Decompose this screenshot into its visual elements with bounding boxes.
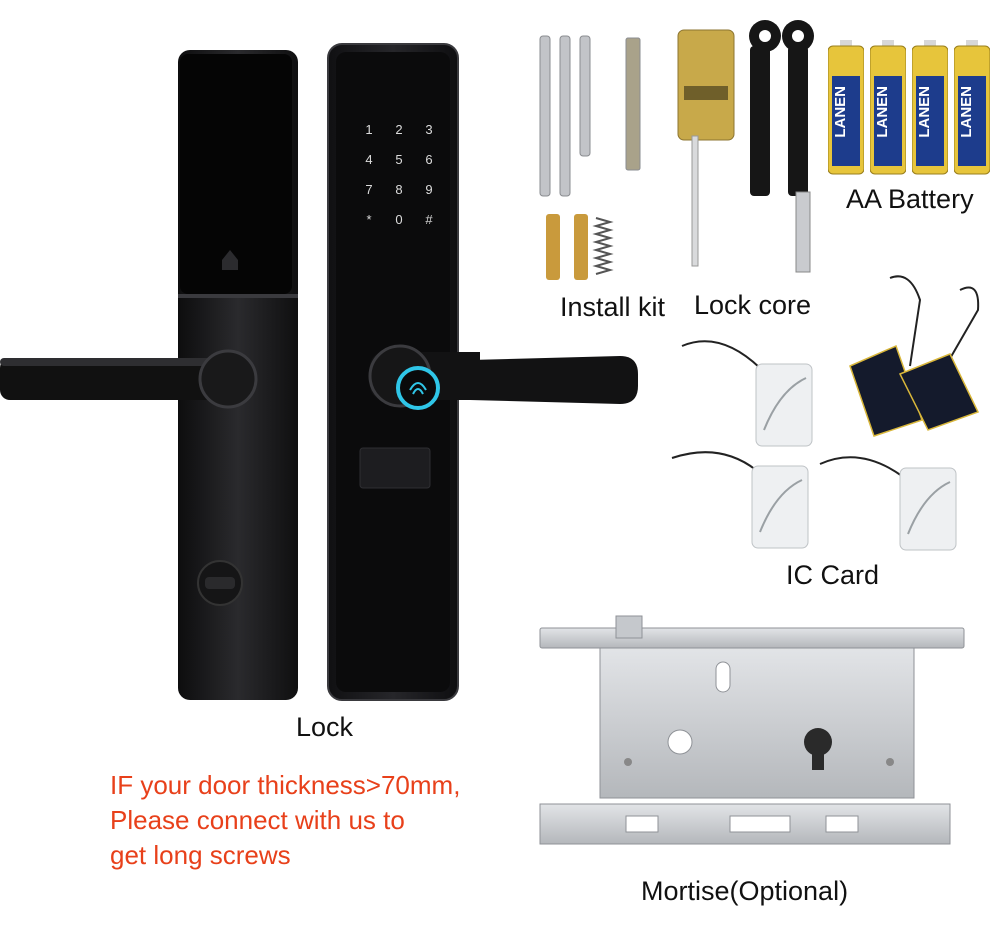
- install-kit-label: Install kit: [560, 292, 666, 322]
- battery-brand: LANEN: [916, 86, 933, 138]
- back-lock-panel: [0, 50, 298, 700]
- ic-card-label: IC Card: [786, 560, 880, 590]
- install-kit-image: [539, 35, 641, 280]
- keypad-key[interactable]: *: [366, 212, 372, 227]
- keypad-key[interactable]: 3: [425, 122, 433, 137]
- mortise-label: Mortise(Optional): [641, 876, 849, 906]
- lock-core-label: Lock core: [694, 290, 812, 320]
- battery-brand: LANEN: [874, 86, 891, 138]
- note-line: Please connect with us to: [110, 805, 405, 835]
- keypad-key[interactable]: 4: [365, 152, 373, 167]
- mortise-image: [539, 615, 965, 845]
- keypad-key[interactable]: 8: [395, 182, 403, 197]
- keypad: 1 2 3 4 5 6 7 8 9 * 0 #: [354, 122, 444, 242]
- fingerprint-sensor-icon: [396, 366, 440, 410]
- battery: LANEN: [869, 40, 907, 176]
- keypad-key[interactable]: 0: [395, 212, 403, 227]
- aa-battery-label: AA Battery: [846, 184, 974, 214]
- keypad-key[interactable]: 5: [395, 152, 403, 167]
- door-thickness-note: IF your door thickness>70mm, Please conn…: [110, 768, 460, 873]
- keypad-key[interactable]: 2: [395, 122, 403, 137]
- ic-card-image: [671, 275, 980, 551]
- battery-brand: LANEN: [832, 86, 849, 138]
- keypad-key[interactable]: 9: [425, 182, 433, 197]
- note-line: get long screws: [110, 840, 291, 870]
- keypad-key[interactable]: 1: [365, 122, 373, 137]
- lock-core-image: [677, 20, 814, 273]
- front-lever-handle: [470, 356, 638, 404]
- battery: LANEN: [911, 40, 949, 176]
- note-line: IF your door thickness>70mm,: [110, 770, 461, 800]
- battery: LANEN: [953, 40, 991, 176]
- keypad-key[interactable]: 6: [425, 152, 433, 167]
- aa-battery-group: LANEN LANEN LANEN LANEN: [827, 40, 998, 180]
- battery: LANEN: [827, 40, 865, 176]
- keypad-key[interactable]: #: [425, 212, 433, 227]
- battery-brand: LANEN: [958, 86, 975, 138]
- keypad-key[interactable]: 7: [365, 182, 373, 197]
- lock-label: Lock: [296, 712, 354, 742]
